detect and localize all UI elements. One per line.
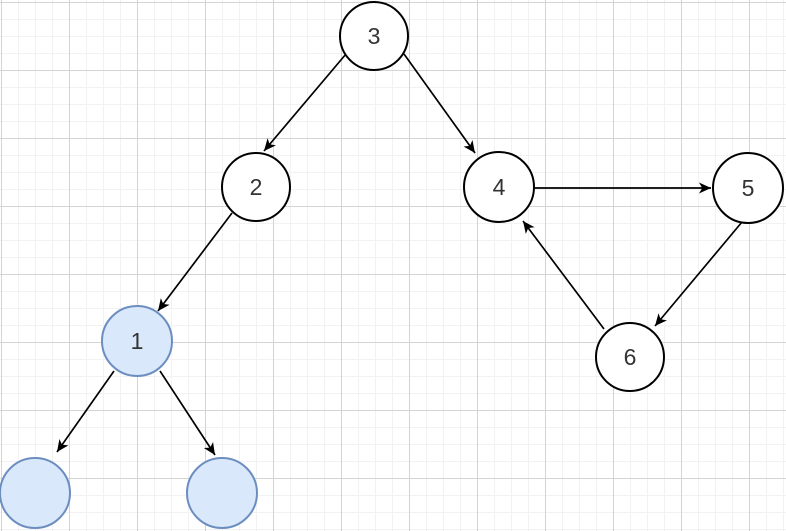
graph-node-4[interactable]: 4: [463, 151, 535, 223]
node-circle[interactable]: [463, 151, 535, 223]
node-label: 3: [368, 23, 381, 49]
node-circle[interactable]: [101, 305, 173, 377]
graph-edge-3-4[interactable]: [403, 53, 476, 154]
graph-node-2[interactable]: 2: [221, 152, 291, 222]
node-label: 4: [493, 174, 506, 200]
node-circle[interactable]: [595, 322, 665, 392]
node-circle[interactable]: [339, 1, 409, 71]
graph-edge-5-6[interactable]: [654, 221, 743, 327]
node-label: 2: [250, 174, 263, 200]
edges-layer: [56, 53, 743, 456]
graph-edge-3-2[interactable]: [263, 53, 347, 152]
graph-edge-1-leaf-right[interactable]: [159, 370, 216, 456]
graph-node-6[interactable]: 6: [595, 322, 665, 392]
graph-edge-2-1[interactable]: [157, 212, 233, 312]
graph-node-leaf-right[interactable]: [186, 457, 258, 529]
node-circle[interactable]: [0, 457, 71, 529]
graph-node-leaf-left[interactable]: [0, 457, 71, 529]
graph-node-3[interactable]: 3: [339, 1, 409, 71]
graph-node-5[interactable]: 5: [712, 152, 784, 224]
node-circle[interactable]: [712, 152, 784, 224]
node-label: 6: [624, 344, 637, 370]
node-circle[interactable]: [186, 457, 258, 529]
node-label: 1: [131, 328, 144, 354]
graph-edge-6-4[interactable]: [522, 220, 605, 330]
node-label: 5: [742, 175, 755, 201]
node-circle[interactable]: [221, 152, 291, 222]
graph-node-1[interactable]: 1: [101, 305, 173, 377]
graph-edge-1-leaf-left[interactable]: [56, 370, 115, 453]
